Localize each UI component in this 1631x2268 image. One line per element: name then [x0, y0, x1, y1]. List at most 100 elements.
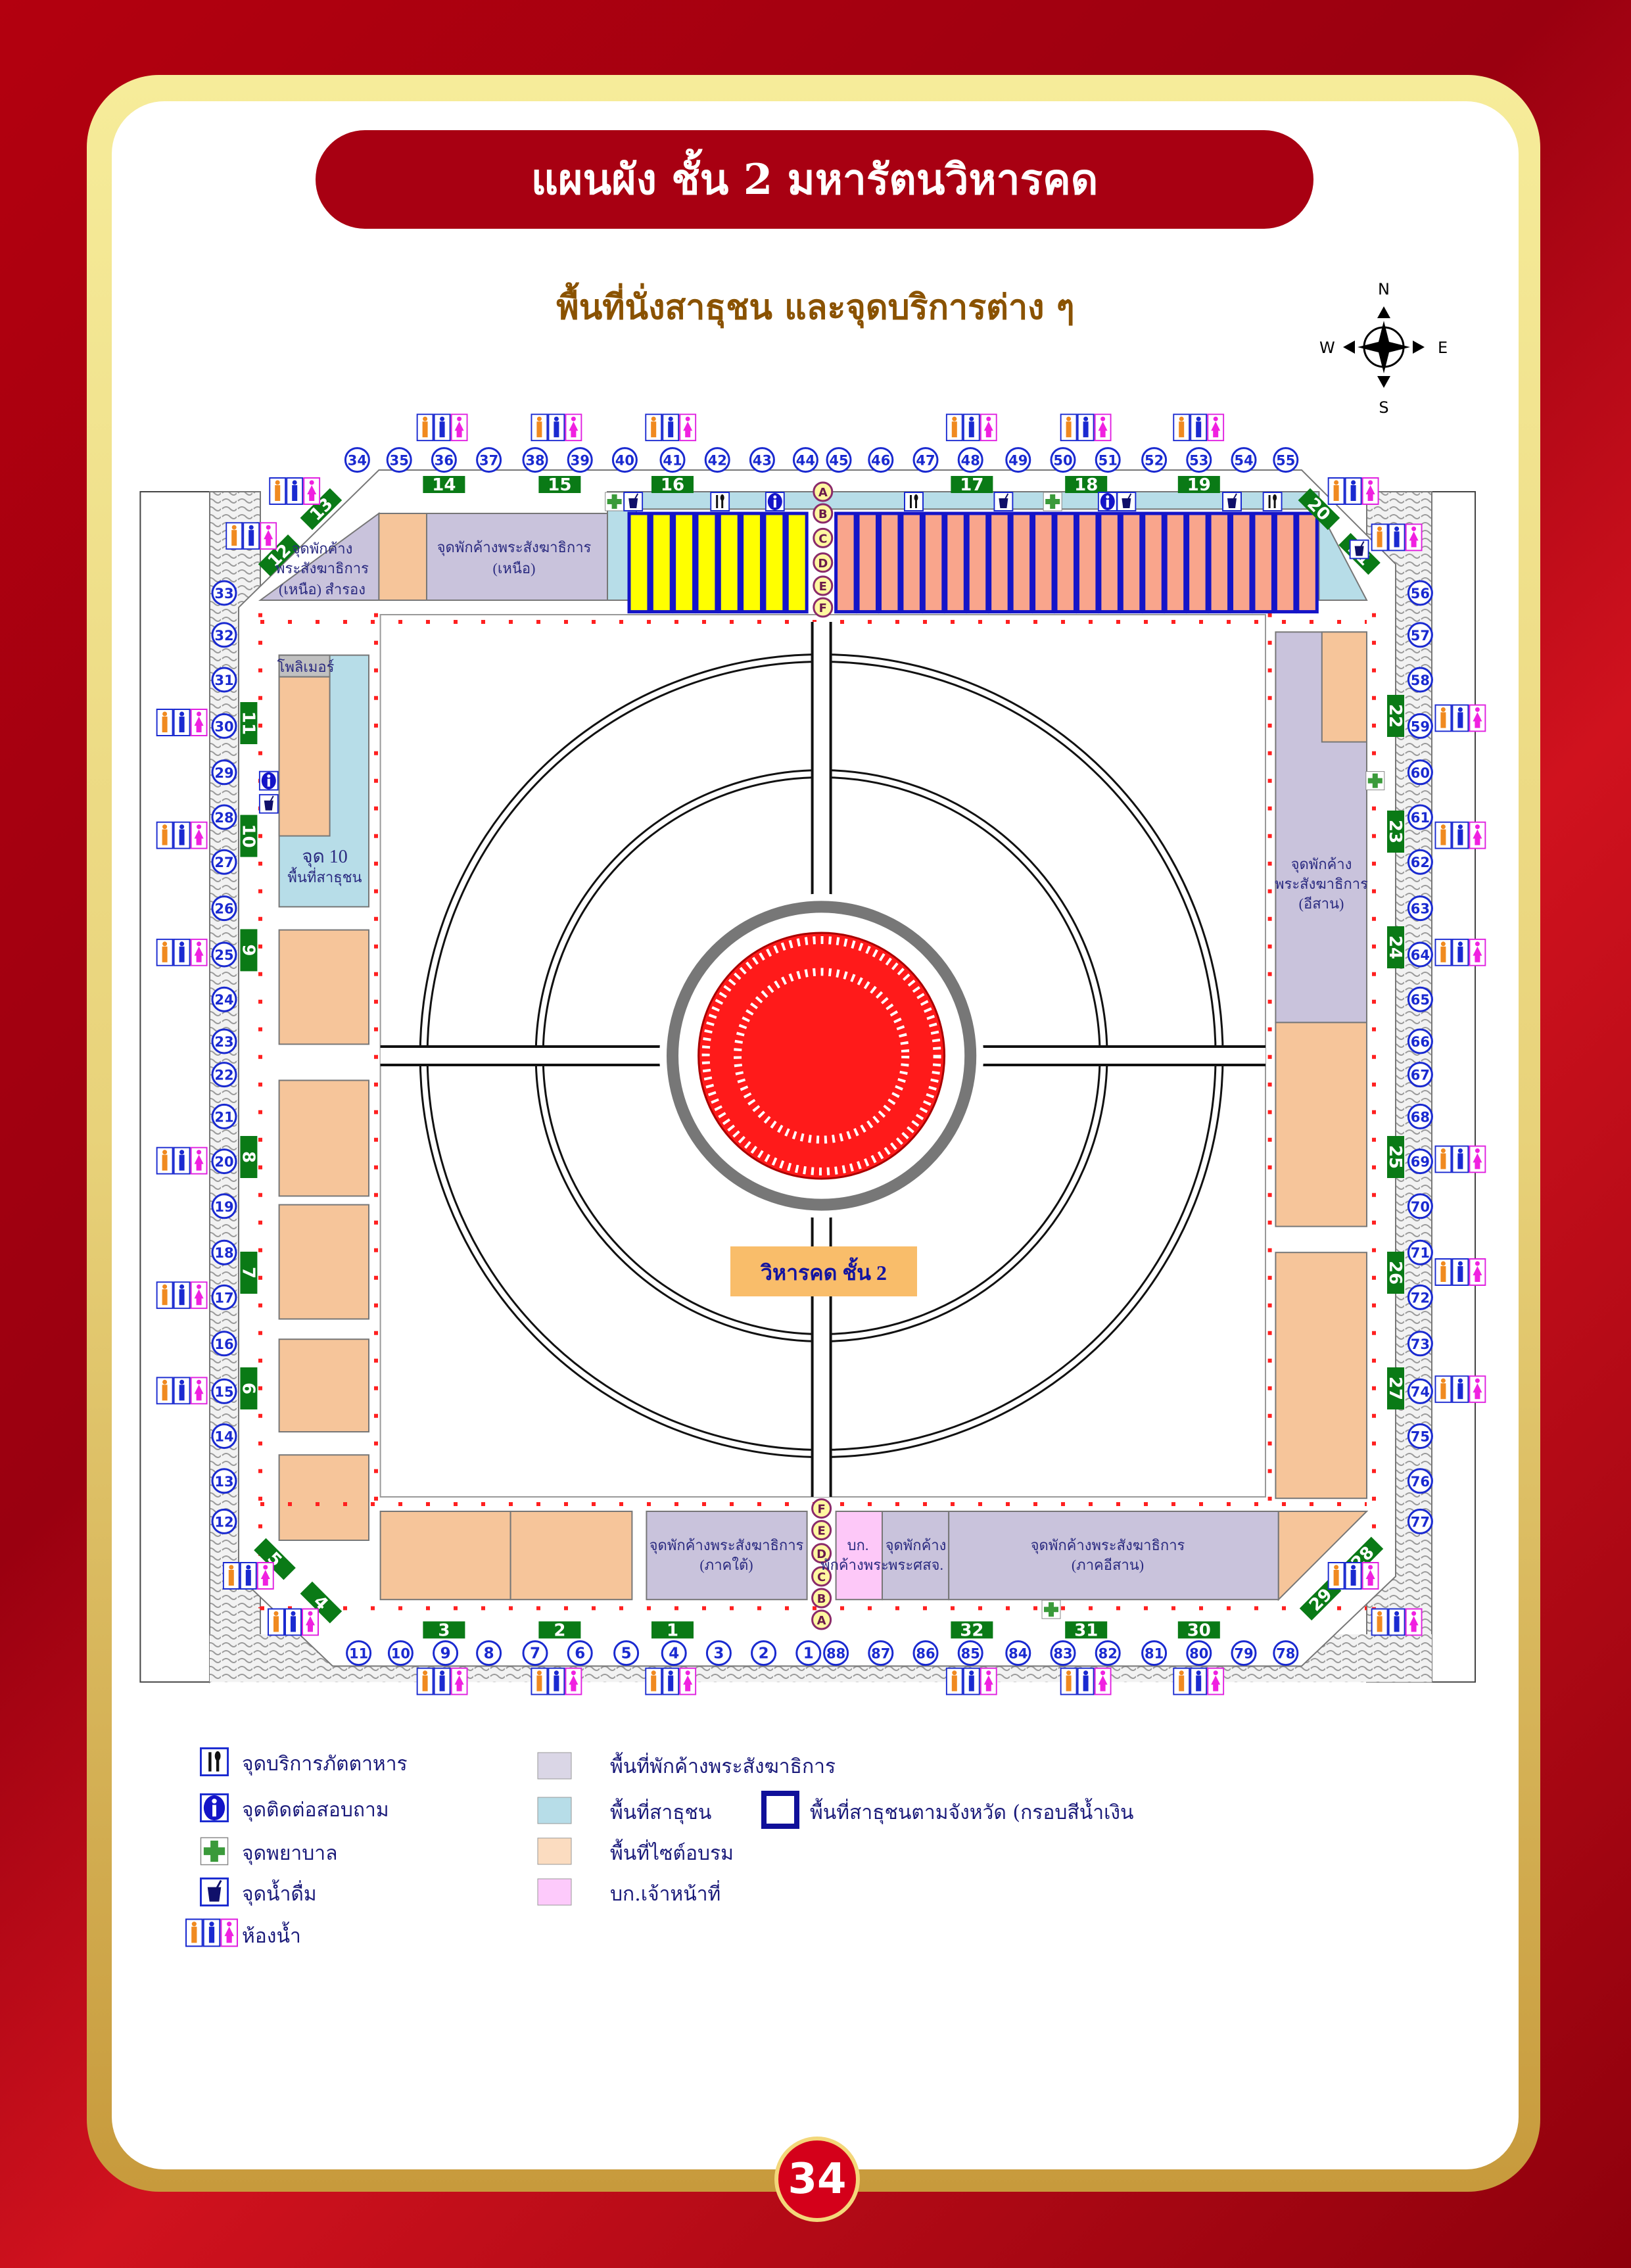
row-letter-circle: [813, 575, 834, 596]
legend-info: จุดติดต่อสอบถาม: [242, 1799, 389, 1822]
pillar-number: 73: [1411, 1336, 1430, 1352]
pillar-marker: 42: [704, 447, 730, 473]
stupa-ring: [734, 968, 910, 1144]
pillar-circle: [211, 580, 237, 606]
pillar-circle: [211, 1193, 237, 1219]
pillar-number: 83: [1053, 1646, 1072, 1662]
sasj-lodging-label: จุดพักค้าง: [886, 1537, 947, 1554]
pillar-marker: 63: [1407, 895, 1433, 922]
pillar-marker: 16: [211, 1331, 237, 1357]
row-letter-circle: [813, 552, 834, 573]
gray-ring: [667, 901, 977, 1211]
pillar-marker: 57: [1407, 622, 1433, 648]
gate-marker: 17: [951, 475, 993, 495]
pillar-circle: [1407, 849, 1433, 875]
sasj-lodging-area: [882, 1511, 950, 1601]
pillar-marker: 24: [211, 986, 237, 1012]
pillar-number: 43: [753, 453, 772, 469]
pillar-number: 65: [1411, 992, 1430, 1008]
pillar-circle: [1407, 804, 1433, 830]
pillar-marker: 64: [1407, 941, 1433, 968]
pillar-number: 35: [390, 453, 409, 469]
pillar-marker: 59: [1407, 713, 1433, 739]
pillar-circle: [661, 1640, 687, 1666]
pillar-marker: 40: [611, 447, 638, 473]
training-site: [278, 1454, 369, 1541]
pillar-number: 8: [484, 1645, 494, 1663]
pillar-number: 15: [214, 1384, 233, 1400]
pillar-circle: [705, 1640, 732, 1666]
pillar-circle: [211, 895, 237, 922]
pillar-number: 50: [1053, 453, 1072, 469]
legend-province-area: พื้นที่สาธุชนตามจังหวัด (กรอบสีน้ำเงิน: [810, 1801, 1134, 1824]
road-east: [1431, 491, 1476, 1683]
pillar-marker: 29: [211, 759, 237, 786]
pillar-circle: [1050, 447, 1076, 473]
training-site: [509, 1511, 633, 1601]
gate-number: 16: [661, 475, 684, 495]
pillar-circle: [823, 1640, 849, 1666]
pillar-marker: 5: [613, 1640, 640, 1666]
pillar-circle: [1050, 1640, 1076, 1666]
row-letter-marker: B: [813, 503, 834, 524]
pillar-number: 9: [440, 1645, 451, 1663]
pillar-circle: [1407, 667, 1433, 693]
pillar-circle: [211, 1331, 237, 1357]
pillar-circle: [1231, 447, 1257, 473]
province-seating-box: [1010, 511, 1033, 614]
pillar-number: 54: [1234, 453, 1253, 469]
gate-box: [240, 1136, 258, 1178]
isan-lodging-area: [948, 1511, 1279, 1601]
pillar-number: 75: [1411, 1429, 1430, 1445]
pillar-number: 85: [961, 1646, 980, 1662]
compass-east: E: [1438, 339, 1448, 357]
pillar-circle: [387, 1640, 414, 1666]
pillar-marker: 77: [1407, 1508, 1433, 1534]
pillar-marker: 58: [1407, 667, 1433, 693]
pillar-circle: [1407, 895, 1433, 922]
gate-box: [1387, 1252, 1404, 1294]
pillar-marker: 79: [1231, 1640, 1257, 1666]
pillar-circle: [957, 447, 983, 473]
pillar-number: 42: [708, 453, 727, 469]
province-seating-box: [627, 511, 651, 614]
pillar-circle: [476, 1640, 502, 1666]
training-site: [278, 1204, 369, 1320]
pillar-marker: 66: [1407, 1028, 1433, 1054]
pillar-marker: 14: [211, 1423, 237, 1450]
pillar-number: 46: [871, 453, 890, 469]
pillar-number: 30: [214, 719, 233, 734]
pillar-number: 47: [916, 453, 935, 469]
pillar-circle: [1231, 1640, 1257, 1666]
pillar-marker: 84: [1005, 1640, 1031, 1666]
gate-marker: 6: [238, 1367, 258, 1409]
public-area: [1318, 508, 1368, 601]
pillar-circle: [433, 1640, 459, 1666]
gate-marker: 26: [1385, 1252, 1405, 1294]
gate-number: 6: [238, 1382, 258, 1394]
pillar-circle: [1407, 1378, 1433, 1404]
pillar-circle: [211, 713, 237, 739]
pillar-marker: 18: [211, 1239, 237, 1265]
province-seating-box: [1076, 511, 1099, 614]
gate-box: [1298, 488, 1340, 531]
gate-box: [1177, 476, 1220, 493]
pillar-number: 7: [530, 1645, 540, 1663]
pillar-number: 51: [1099, 453, 1118, 469]
province-seating-box: [763, 511, 786, 614]
pillar-marker: 53: [1186, 447, 1212, 473]
gate-box: [538, 1621, 581, 1639]
pillar-circle: [211, 1378, 237, 1404]
pillar-circle: [1407, 941, 1433, 968]
pillar-marker: 38: [522, 447, 548, 473]
pillar-marker: 61: [1407, 804, 1433, 830]
pillar-number: 88: [826, 1646, 845, 1662]
pillar-marker: 37: [476, 447, 502, 473]
pillar-number: 26: [214, 901, 233, 917]
pillar-marker: 72: [1407, 1284, 1433, 1310]
pillar-circle: [522, 1640, 548, 1666]
pillar-number: 22: [214, 1068, 233, 1083]
pillar-number: 63: [1411, 901, 1430, 917]
pillar-number: 33: [214, 586, 233, 602]
province-seating-box: [878, 511, 901, 614]
